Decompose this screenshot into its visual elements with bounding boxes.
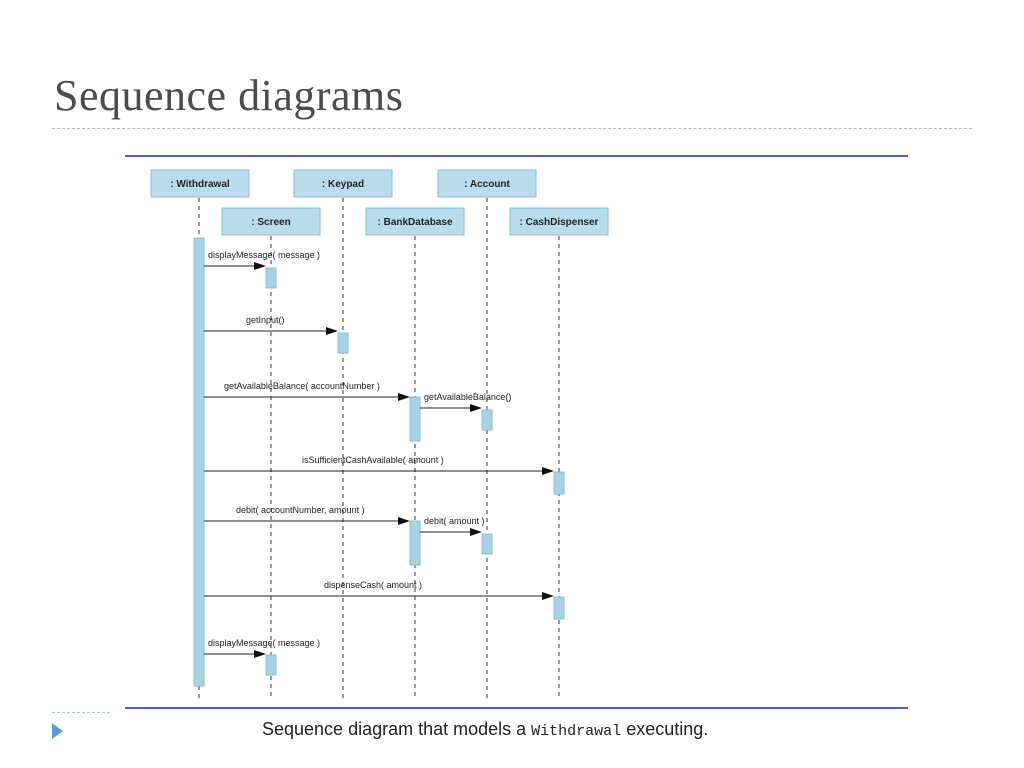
slide-title: Sequence diagrams bbox=[54, 71, 404, 120]
message-label: debit( amount ) bbox=[424, 516, 485, 526]
bottom-divider bbox=[52, 712, 110, 713]
slide-bullet-triangle-icon bbox=[52, 723, 63, 739]
message-label: dispenseCash( amount ) bbox=[324, 580, 422, 590]
message-arrow bbox=[204, 650, 266, 658]
activation-bankdatabase-2 bbox=[409, 520, 421, 566]
message-label: getAvailableBalance() bbox=[424, 392, 511, 402]
caption-text-end: executing. bbox=[621, 719, 709, 739]
participant-label: : Screen bbox=[251, 217, 290, 228]
participant-screen: : Screen bbox=[221, 207, 321, 236]
message-arrow bbox=[204, 262, 266, 270]
message-arrow bbox=[204, 467, 554, 475]
message-label: debit( accountNumber, amount ) bbox=[236, 505, 365, 515]
participant-bankdatabase: : BankDatabase bbox=[365, 207, 465, 236]
participant-label: : CashDispenser bbox=[520, 217, 599, 228]
participant-cashdispenser: : CashDispenser bbox=[509, 207, 609, 236]
activation-account-1 bbox=[481, 409, 493, 431]
message-arrow bbox=[204, 517, 410, 525]
message-arrow bbox=[204, 592, 554, 600]
activation-keypad bbox=[337, 332, 349, 354]
message-label: displayMessage( message ) bbox=[208, 638, 320, 648]
participant-label: : Withdrawal bbox=[170, 179, 230, 190]
activation-screen-1 bbox=[265, 267, 277, 289]
activation-bankdatabase-1 bbox=[409, 396, 421, 442]
caption-code: Withdrawal bbox=[531, 723, 622, 740]
activation-cashdispenser-2 bbox=[553, 596, 565, 620]
participant-keypad: : Keypad bbox=[293, 169, 393, 198]
participant-label: : Keypad bbox=[322, 179, 364, 190]
title-divider bbox=[52, 128, 972, 129]
message-arrow bbox=[204, 327, 338, 335]
participant-label: : Account bbox=[464, 179, 510, 190]
message-arrow bbox=[204, 393, 410, 401]
caption-text: Sequence diagram that models a bbox=[262, 719, 532, 739]
message-label: getInput() bbox=[246, 315, 285, 325]
message-arrow bbox=[420, 404, 482, 412]
activation-account-2 bbox=[481, 533, 493, 555]
activation-withdrawal bbox=[193, 237, 205, 687]
figure-caption: Sequence diagram that models a Withdrawa… bbox=[262, 719, 708, 740]
message-label: isSufficientCashAvailable( amount ) bbox=[302, 455, 444, 465]
participant-account: : Account bbox=[437, 169, 537, 198]
message-label: getAvailableBalance( accountNumber ) bbox=[224, 381, 380, 391]
activation-screen-2 bbox=[265, 654, 277, 676]
participant-withdrawal: : Withdrawal bbox=[150, 169, 250, 198]
message-label: displayMessage( message ) bbox=[208, 250, 320, 260]
participant-label: : BankDatabase bbox=[377, 217, 452, 228]
activation-cashdispenser-1 bbox=[553, 471, 565, 495]
message-arrow bbox=[420, 528, 482, 536]
